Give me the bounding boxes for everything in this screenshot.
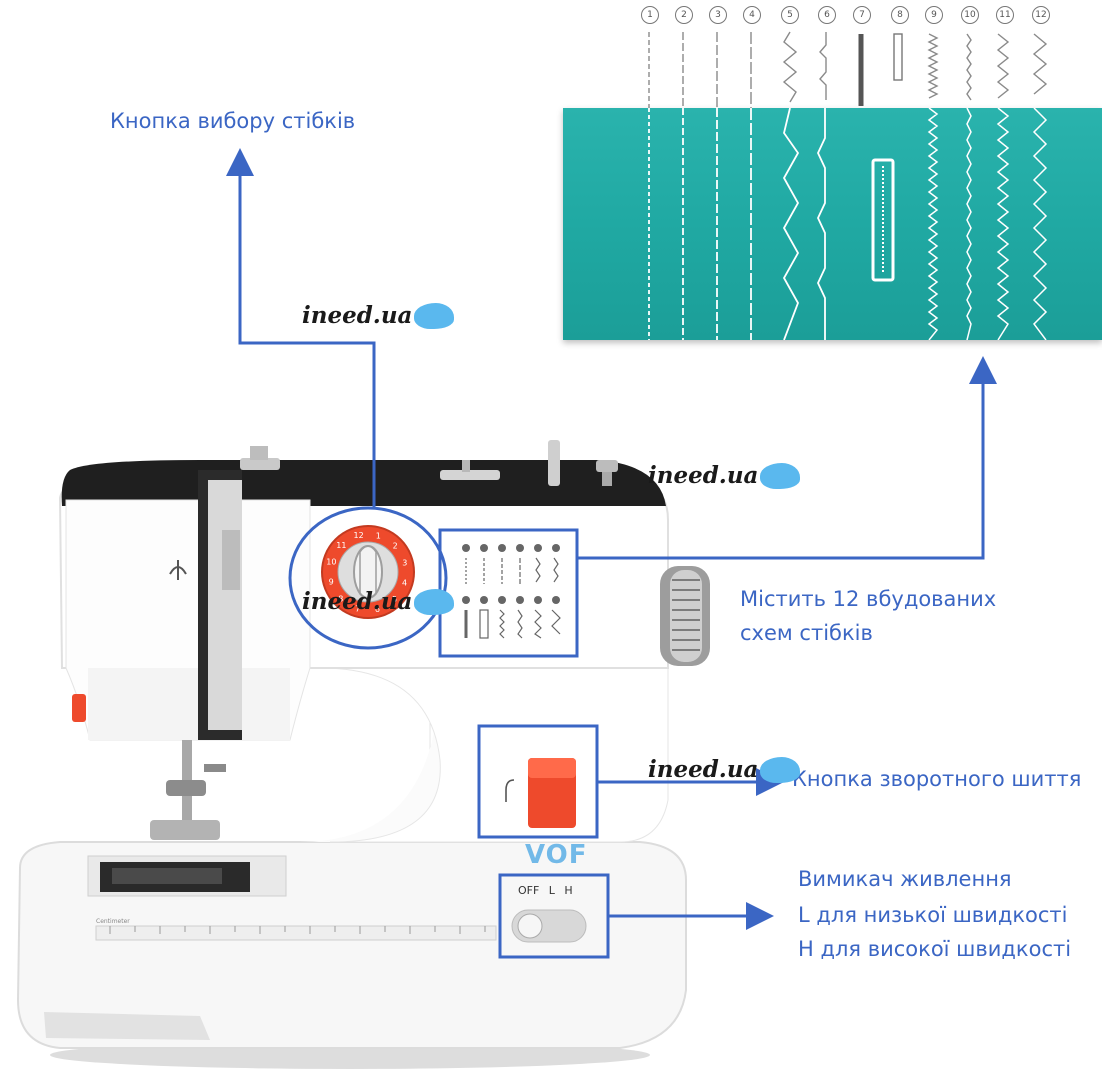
dial-number: 5 <box>392 595 397 604</box>
stitch-patterns-label-line1: Містить 12 вбудованих <box>740 587 997 611</box>
dial-number: 6 <box>375 605 380 614</box>
dial-number: 12 <box>354 531 364 540</box>
stitch-number: 10 <box>961 6 979 24</box>
stitch-number: 1 <box>641 6 659 24</box>
dial-number: 4 <box>402 578 407 587</box>
stitch-selector-label: Кнопка вибору стібків <box>110 109 356 133</box>
watermark-text: ineed.ua <box>648 756 759 783</box>
watermark-text: ineed.ua <box>648 462 759 489</box>
watermark: ineed.ua <box>648 462 801 489</box>
stitch-number: 2 <box>675 6 693 24</box>
power-switch-label-line2: L для низької швидкості <box>798 903 1068 927</box>
dial-number: 10 <box>326 558 336 567</box>
dial-number: 9 <box>329 577 334 586</box>
stitch-number: 6 <box>818 6 836 24</box>
watermark: ineed.ua <box>648 756 801 783</box>
watermark-text: ineed.ua <box>302 588 413 615</box>
watermark: ineed.ua <box>302 588 455 615</box>
stitch-number: 11 <box>996 6 1014 24</box>
dial-number: 11 <box>336 541 346 550</box>
stitch-number: 5 <box>781 6 799 24</box>
stitch-preview-lines <box>648 31 1048 108</box>
power-switch-label-line3: H для високої швидкості <box>798 937 1072 961</box>
ruler-label: Centimeter <box>96 918 130 925</box>
stitch-number: 8 <box>891 6 909 24</box>
dial-number: 2 <box>393 541 398 550</box>
power-switch-label-line1: Вимикач живлення <box>798 867 1012 891</box>
brand-logo: VOF <box>525 840 588 870</box>
stitch-number: 9 <box>925 6 943 24</box>
dial-number: 8 <box>338 595 343 604</box>
watermark-blob-icon <box>414 589 455 615</box>
dial-number: 7 <box>355 605 360 614</box>
stitch-number: 3 <box>709 6 727 24</box>
watermark-blob-icon <box>760 757 801 783</box>
stitch-number: 7 <box>853 6 871 24</box>
watermark-blob-icon <box>414 303 455 329</box>
reverse-button-label: Кнопка зворотного шиття <box>792 767 1082 791</box>
stitch-number: 4 <box>743 6 761 24</box>
dial-number: 3 <box>402 559 407 568</box>
watermark-text: ineed.ua <box>302 302 413 329</box>
fabric-stitches <box>648 108 1048 340</box>
watermark: ineed.ua <box>302 302 455 329</box>
stitch-number: 12 <box>1032 6 1050 24</box>
stitch-patterns-label-line2: схем стібків <box>740 621 873 645</box>
dial-number: 1 <box>376 531 381 540</box>
power-switch-labels: OFF L H <box>518 884 573 897</box>
watermark-blob-icon <box>760 463 801 489</box>
fabric-sample <box>563 108 1102 340</box>
